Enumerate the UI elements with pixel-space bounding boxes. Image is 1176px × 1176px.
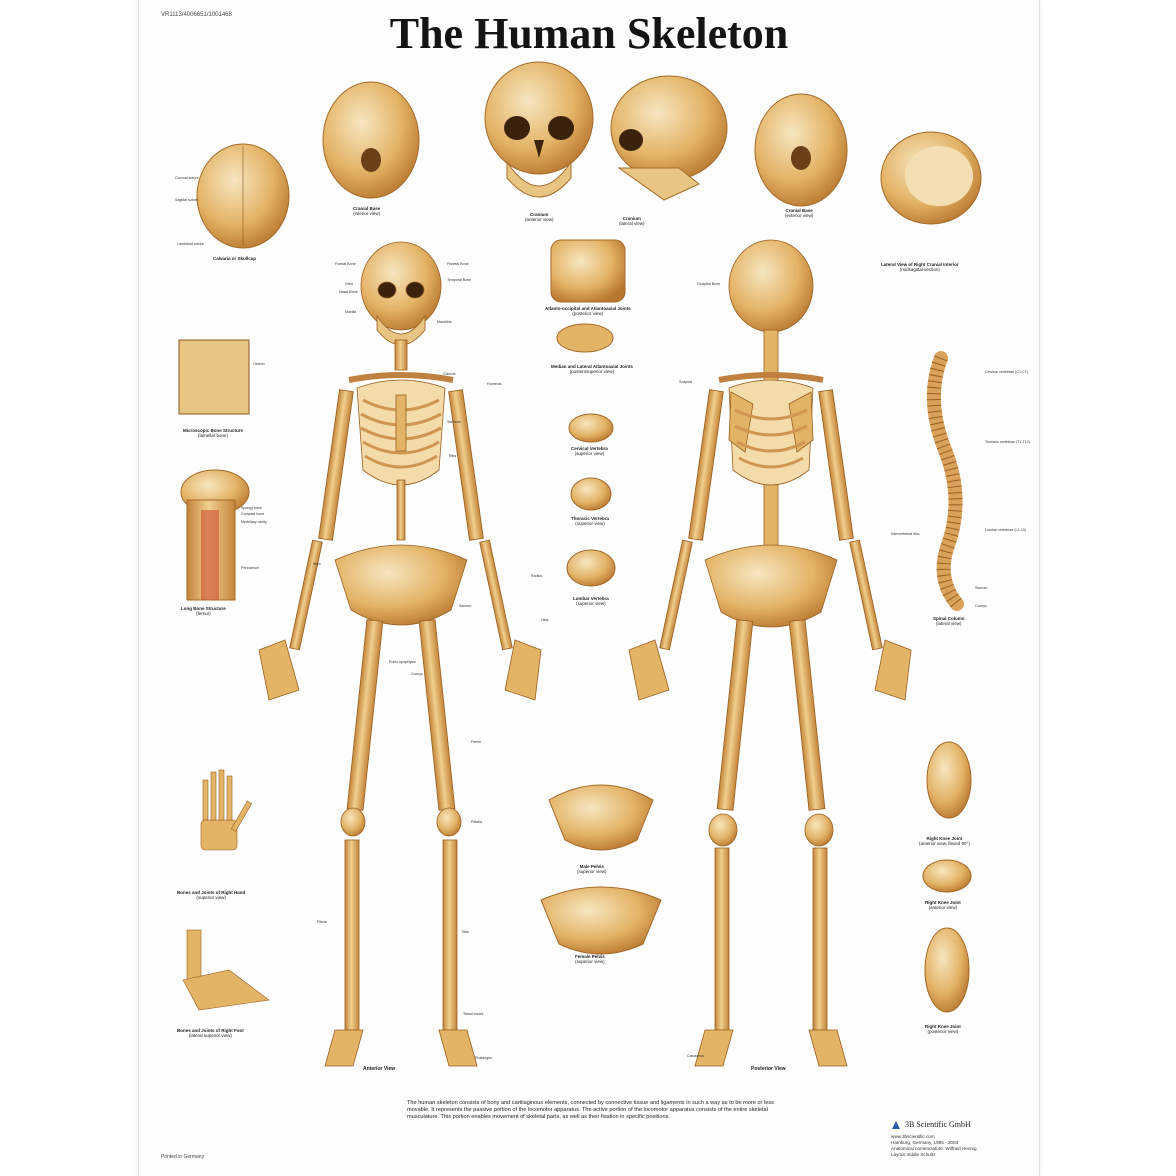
label-parietal-bone: Parietal Bone — [447, 262, 469, 266]
label-sternum: Sternum — [447, 420, 461, 424]
caption-lateral-cranial-interior: Lateral View of Right Cranial Interior(m… — [881, 262, 959, 272]
label-maxilla: Maxilla — [345, 310, 357, 314]
atlas-joint-image — [550, 239, 626, 303]
caption-right-knee-1: Right Knee Joint(anterior view, flexed 9… — [919, 836, 970, 846]
thoracic-vertebra-image — [570, 477, 612, 511]
catalog-code: VR1113/4006651/1001468 — [161, 12, 232, 18]
label-clavicle: Clavicle — [443, 372, 456, 376]
label-phalanges: Phalanges — [475, 1056, 492, 1060]
label-ilium: Ilium — [313, 562, 321, 566]
label-ribs: Ribs — [449, 454, 457, 458]
label-cervical: Cervical vertebrae (C1-C7) — [985, 370, 1028, 374]
label-tarsal: Tarsal bones — [463, 1012, 484, 1016]
skull-sagittal-image — [880, 131, 982, 225]
label-compact-bone: Compact bone — [241, 512, 265, 516]
foot-image — [182, 929, 270, 1011]
caption-spinal-column: Spinal Column(lateral view) — [933, 616, 965, 626]
publisher-line3: Layout: Eddie Schultz — [891, 1152, 936, 1157]
caption-atlanto-occipital: Atlanto-occipital and Atlantoaxial Joint… — [545, 306, 631, 316]
publisher-line1: Hamburg, Germany, 1995 - 2003 — [891, 1140, 959, 1145]
caption-posterior-view: Posterior View — [751, 1066, 786, 1072]
label-ulna: Ulna — [541, 618, 549, 622]
publisher-logo-icon — [892, 1121, 900, 1129]
caption-cranium-lateral: Cranium(lateral view) — [619, 216, 645, 226]
label-sacrum-spine: Sacrum — [975, 586, 988, 590]
label-lambdoid-suture: Lambdoid suture — [177, 242, 204, 246]
caption-calvaria: Calvaria or Skullcap — [213, 256, 257, 261]
atlantoaxial-image — [556, 323, 614, 353]
description-text: The human skeleton consists of bony and … — [407, 1100, 774, 1120]
caption-atlantoaxial: Median and Lateral Atlantoaxial Joints(p… — [551, 364, 633, 374]
publisher-url[interactable]: www.3bscientific.com — [891, 1134, 935, 1139]
caption-cervical-vertebra: Cervical Vertebra(superior view) — [571, 446, 608, 456]
skull-lateral-image — [610, 75, 728, 201]
caption-right-knee-2: Right Knee Joint(anterior view) — [925, 900, 961, 910]
publisher-line2: Anatomical nomenclature: Wilfried Hennig — [891, 1146, 977, 1151]
label-frontal-bone: Frontal Bone — [335, 262, 356, 266]
label-humerus: Humerus — [487, 382, 502, 386]
illustrations — [178, 61, 982, 1067]
long-bone-image — [180, 469, 250, 601]
knee-images — [922, 741, 972, 1013]
caption-cranial-base-exterior: Cranial Base(exterior view) — [785, 208, 814, 218]
cranial-base-interior-image — [322, 81, 420, 199]
caption-cranial-base-interior: Cranial Base(interior view) — [353, 206, 381, 216]
female-pelvis-image — [540, 886, 662, 955]
label-pubic-symphysis: Pubic symphysis — [389, 660, 416, 664]
label-medullary-cavity: Medullary cavity — [241, 520, 267, 524]
label-coccyx-spine: Coccyx — [975, 604, 987, 608]
label-femur: Femur — [471, 740, 482, 744]
caption-lumbar-vertebra: Lumbar Vertebra(superior view) — [573, 596, 609, 606]
label-sagittal-suture: Sagittal suture — [175, 198, 198, 202]
label-sacrum: Sacrum — [459, 604, 472, 608]
label-fibula: Fibula — [317, 920, 327, 924]
publisher-info: www.3bscientific.com Hamburg, Germany, 1… — [891, 1134, 977, 1158]
caption-hand: Bones and Joints of Right Hand(superior … — [177, 890, 246, 900]
publisher-name: 3B Scientific GmbH — [905, 1120, 971, 1129]
skull-anterior-image — [484, 61, 594, 198]
male-pelvis-image — [548, 784, 654, 851]
label-radius: Radius — [531, 574, 543, 578]
poster: VR1113/4006651/1001468 The Human Skeleto… — [138, 0, 1040, 1176]
printed-in: Printed in Germany — [161, 1154, 205, 1160]
lumbar-vertebra-image — [566, 549, 616, 587]
label-scapula: Scapula — [679, 380, 692, 384]
skeleton-anterior — [258, 241, 542, 1067]
label-temporal-bone: Temporal Bone — [447, 278, 472, 282]
caption-cranium-anterior: Cranium(anterior view) — [525, 212, 554, 222]
caption-long-bone: Long Bone Structure(femur) — [181, 606, 226, 616]
label-tibia: Tibia — [461, 930, 469, 934]
spinal-column-image — [926, 351, 964, 611]
label-mandible: Mandible — [437, 320, 452, 324]
label-intervertebral: Intervertebral disc — [891, 532, 920, 536]
caption-foot: Bones and Joints of Right Foot(lateral s… — [177, 1028, 244, 1038]
caption-female-pelvis: Female Pelvis(superior view) — [575, 954, 605, 964]
label-coronal-suture: Coronal suture — [175, 176, 199, 180]
label-calcaneus: Calcaneus — [687, 1054, 704, 1058]
label-coccyx: Coccyx — [411, 672, 423, 676]
label-thoracic: Thoracic vertebrae (T1-T12) — [985, 440, 1030, 444]
caption-anterior-view: Anterior View — [363, 1066, 396, 1072]
label-periosteum: Periosteum — [241, 566, 260, 570]
caption-right-knee-3: Right Knee Joint(posterior view) — [925, 1024, 961, 1034]
hand-image — [200, 769, 253, 851]
caption-microscopic-bone: Microscopic Bone Structure(lamellar bone… — [183, 428, 244, 438]
cervical-vertebra-image — [568, 413, 614, 443]
label-osteon: Osteon — [253, 362, 265, 366]
caption-thoracic-vertebra: Thoracic Vertebra(superior view) — [571, 516, 610, 526]
label-nasal-bone: Nasal Bone — [339, 290, 358, 294]
caption-male-pelvis: Male Pelvis(superior view) — [577, 864, 607, 874]
label-orbit: Orbit — [345, 282, 353, 286]
skeleton-posterior — [628, 239, 912, 1067]
label-patella: Patella — [471, 820, 482, 824]
microscopic-bone-image — [178, 339, 250, 415]
page-title: The Human Skeleton — [389, 9, 789, 58]
label-occipital: Occipital Bone — [697, 282, 721, 286]
label-spongy-bone: Spongy bone — [241, 506, 263, 510]
label-lumbar: Lumbar vertebrae (L1-L5) — [985, 528, 1026, 532]
